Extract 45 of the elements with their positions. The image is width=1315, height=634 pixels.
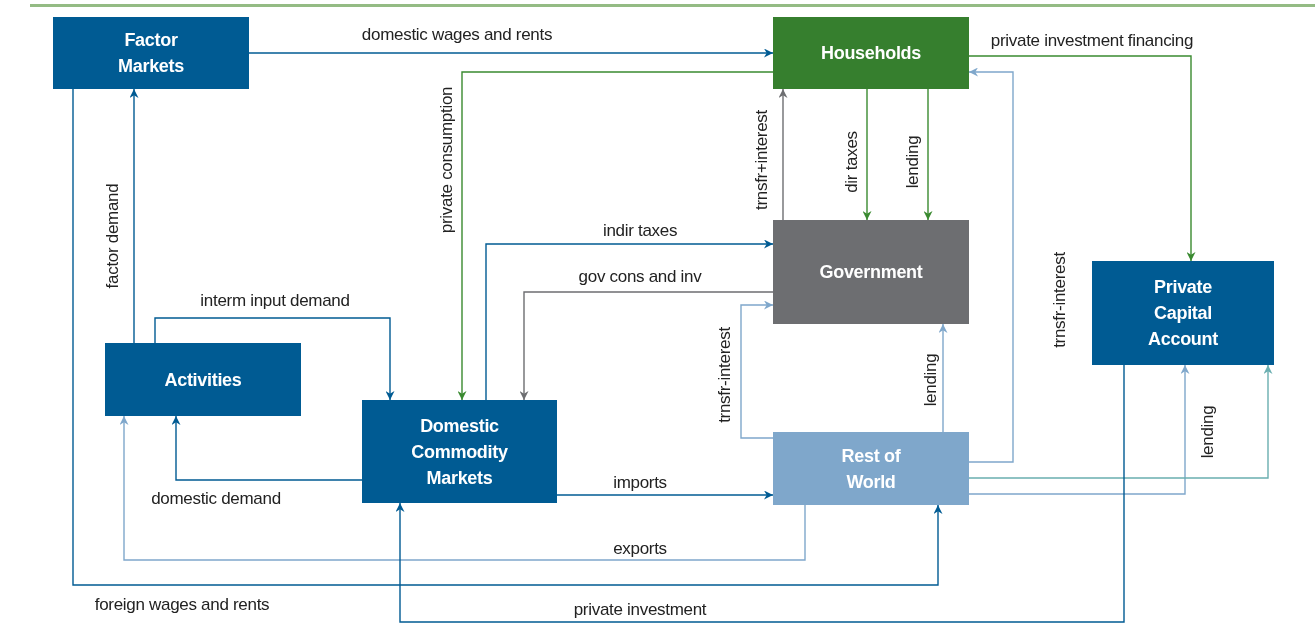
process-box — [773, 220, 969, 324]
arrow — [119, 415, 806, 561]
process-box — [1092, 261, 1274, 365]
edge-label: foreign wages and rents — [92, 595, 272, 615]
process-box — [773, 17, 969, 89]
arrow — [862, 88, 872, 221]
arrow — [938, 323, 948, 433]
arrow — [968, 364, 1190, 495]
process-box — [362, 400, 557, 503]
arrow — [923, 88, 933, 221]
process-box — [105, 343, 301, 416]
process-box — [53, 17, 249, 89]
edge-label: lending — [1198, 403, 1218, 461]
box-label: Rest of World — [840, 444, 902, 494]
arrow — [968, 67, 1014, 463]
arrow — [485, 239, 774, 401]
box-label: Factor Markets — [117, 29, 185, 78]
arrow — [248, 48, 774, 58]
box-label: Households — [821, 42, 921, 65]
arrow — [968, 364, 1273, 479]
edge-label: lending — [921, 351, 941, 409]
arrow — [129, 88, 139, 344]
arrow — [519, 291, 774, 401]
box-label: Government — [819, 261, 923, 284]
arrow — [968, 55, 1196, 262]
edge-label: imports — [611, 473, 669, 493]
arrow — [395, 364, 1125, 623]
box-label: Private Capital Account — [1147, 276, 1219, 351]
arrow — [740, 300, 774, 439]
arrow — [556, 490, 774, 500]
box-label: Activities — [164, 368, 242, 392]
arrow — [171, 415, 363, 481]
edge-label: interm input demand — [198, 291, 352, 311]
edge-label: private investment — [571, 600, 709, 620]
arrow — [154, 317, 395, 401]
arrow — [72, 88, 943, 586]
edge-label: domestic wages and rents — [359, 25, 555, 45]
edge-label: lending — [903, 133, 923, 191]
arrow — [457, 71, 774, 401]
process-box — [773, 432, 969, 505]
edge-label: private investment financing — [988, 31, 1196, 51]
edge-label: private consumption — [437, 84, 457, 236]
arrow — [778, 88, 788, 221]
edge-label: gov cons and inv — [576, 267, 704, 287]
box-label: Domestic Commodity Markets — [410, 414, 509, 490]
